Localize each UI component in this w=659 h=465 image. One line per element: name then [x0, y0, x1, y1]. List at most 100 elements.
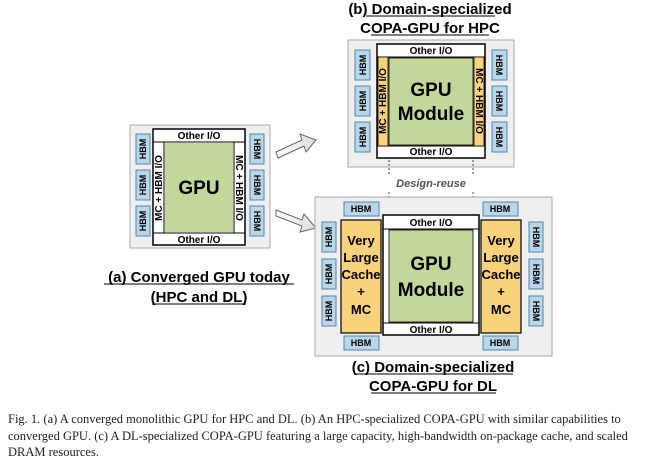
panel-a-converged-gpu: HBM HBM HBM HBM HBM HBM Other I/O Other …	[104, 124, 294, 306]
panel-c-cache-right	[480, 219, 522, 334]
hbm-label: HBM	[252, 211, 262, 232]
hbm-label: HBM	[531, 264, 541, 285]
hbm-label: HBM	[351, 338, 372, 348]
hbm-chip	[135, 205, 151, 237]
hbm-chip	[354, 121, 371, 153]
cache-left-line4: +	[357, 284, 365, 299]
panel-a-left-hbm-stack: HBM HBM HBM	[135, 133, 151, 237]
hbm-label: HBM	[490, 204, 511, 214]
panel-c-core-line1: GPU	[410, 254, 451, 275]
hbm-label: HBM	[358, 91, 368, 112]
hbm-chip	[135, 169, 151, 201]
panel-a-title-line1: (a) Converged GPU today	[108, 269, 290, 286]
hbm-chip	[491, 121, 508, 153]
panel-b-left-hbm-stack: HBM HBM HBM	[354, 49, 371, 153]
panel-c-io-bottom-label: Other I/O	[410, 325, 453, 336]
hbm-chip	[249, 169, 265, 201]
panel-b-title-line1: (b) Domain-specialized	[348, 1, 511, 18]
hbm-label: HBM	[531, 301, 541, 322]
panel-c-right-hbm-stack: HBM HBM HBM	[528, 221, 544, 327]
panel-c-title-line2: COPA-GPU for DL	[369, 378, 497, 395]
design-reuse-label: Design-reuse	[396, 178, 466, 190]
hbm-chip	[135, 133, 151, 165]
hbm-chip	[528, 221, 544, 253]
hbm-chip	[528, 258, 544, 290]
panel-b-io-top	[378, 45, 484, 57]
cache-right-line5: MC	[491, 302, 512, 317]
hbm-label: HBM	[324, 264, 334, 285]
panel-a-core-label: GPU	[178, 178, 219, 199]
hbm-chip	[343, 201, 380, 217]
arrow-to-panel-c	[275, 209, 317, 233]
cache-left-line1: Very	[347, 233, 375, 248]
hbm-label: HBM	[358, 55, 368, 76]
hbm-label: HBM	[138, 211, 148, 232]
hbm-chip	[482, 201, 519, 217]
design-reuse-connector: Design-reuse	[388, 160, 474, 230]
hbm-label: HBM	[138, 175, 148, 196]
hbm-chip	[321, 295, 337, 327]
panel-a-title-line2: (HPC and DL)	[151, 289, 248, 306]
cache-right-line2: Large	[483, 250, 518, 265]
hbm-chip	[491, 49, 508, 81]
hbm-label: HBM	[324, 227, 334, 248]
hbm-chip	[249, 133, 265, 165]
panel-b-right-hbm-stack: HBM HBM HBM	[491, 49, 508, 153]
cache-left-line2: Large	[343, 250, 378, 265]
panel-b-core-line2: Module	[398, 104, 465, 125]
hbm-label: HBM	[531, 227, 541, 248]
panel-b-title-line2: COPA-GPU for HPC	[360, 20, 500, 37]
hbm-chip	[343, 335, 380, 351]
hbm-label: HBM	[494, 91, 504, 112]
hbm-label: HBM	[490, 338, 511, 348]
panel-a-mc-left-label: MC + HBM I/O	[154, 155, 165, 221]
panel-c-title-line1: (c) Domain-specialized	[352, 359, 515, 376]
hbm-chip	[249, 205, 265, 237]
hbm-label: HBM	[358, 127, 368, 148]
panel-a-right-hbm-stack: HBM HBM HBM	[249, 133, 265, 237]
panel-b-io-bottom	[378, 146, 484, 157]
panel-b-hpc-gpu: HBM HBM HBM HBM HBM HBM Other I/O Other …	[347, 1, 515, 168]
arrow-to-panel-b	[275, 133, 317, 159]
panel-b-mc-left-label: MC + HBM I/O	[378, 68, 389, 134]
panel-b-io-bottom-label: Other I/O	[410, 147, 453, 158]
hbm-chip	[354, 49, 371, 81]
hbm-chip	[354, 85, 371, 117]
hbm-label: HBM	[252, 139, 262, 160]
panel-b-mc-left	[377, 56, 389, 147]
figure-caption: Fig. 1. (a) A converged monolithic GPU f…	[8, 412, 628, 459]
hbm-label: HBM	[252, 175, 262, 196]
hbm-label: HBM	[494, 55, 504, 76]
panel-c-left-hbm-stack: HBM HBM HBM	[321, 221, 337, 327]
hbm-chip	[528, 295, 544, 327]
hbm-chip	[321, 221, 337, 253]
hbm-chip	[491, 85, 508, 117]
cache-left-line5: MC	[351, 302, 372, 317]
cache-left-line3: Cache	[341, 267, 380, 282]
panel-c-io-top-label: Other I/O	[410, 218, 453, 229]
panel-a-gpu-core	[165, 143, 233, 232]
hbm-label: HBM	[351, 204, 372, 214]
panel-c-cache-left	[340, 219, 382, 334]
panel-a-io-top-label: Other I/O	[178, 131, 221, 142]
panel-c-horizontal-hbms: HBM HBM HBM HBM	[343, 201, 519, 351]
panel-c-gpu-module	[388, 229, 474, 323]
hbm-label: HBM	[494, 127, 504, 148]
panel-a-mc-right-label: MC + HBM I/O	[233, 155, 244, 221]
hbm-label: HBM	[138, 139, 148, 160]
panel-c-dl-gpu: HBM HBM HBM HBM HBM HBM HBM HBM HBM HBM	[314, 196, 553, 395]
hbm-label: HBM	[324, 301, 334, 322]
hbm-chip	[321, 258, 337, 290]
panel-b-gpu-module	[388, 57, 474, 146]
cache-right-line3: Cache	[481, 267, 520, 282]
panel-b-core-line1: GPU	[410, 80, 451, 101]
panel-a-io-bottom-label: Other I/O	[178, 235, 221, 246]
panel-b-mc-right-label: MC + HBM I/O	[473, 68, 484, 134]
cache-right-line4: +	[497, 284, 505, 299]
panel-c-core-line2: Module	[398, 280, 465, 301]
hbm-chip	[482, 335, 519, 351]
panel-b-io-top-label: Other I/O	[410, 46, 453, 57]
panel-b-mc-right	[473, 56, 485, 147]
cache-right-line1: Very	[487, 233, 515, 248]
